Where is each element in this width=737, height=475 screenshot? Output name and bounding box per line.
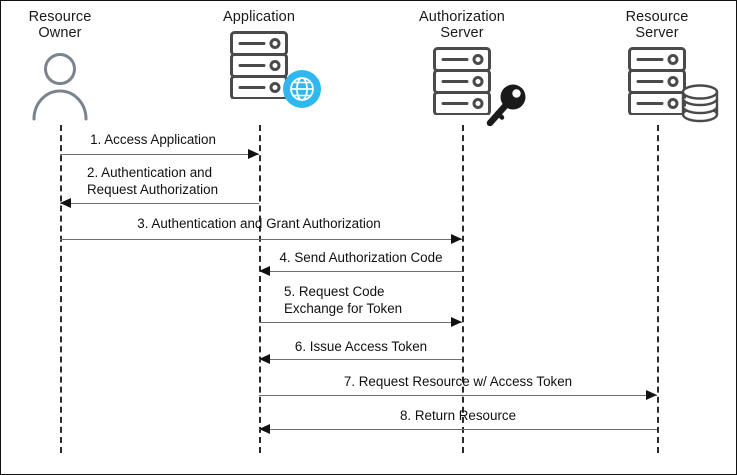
- message-label-6: 6. Issue Access Token: [294, 339, 428, 354]
- message-line: [60, 154, 259, 155]
- participant-icon-group: [382, 45, 542, 127]
- lifeline-resource-owner: [60, 125, 62, 453]
- lifeline-application: [259, 125, 261, 453]
- participant-authorization-server: Authorization Server: [382, 9, 542, 127]
- server-rack-icon: [628, 47, 686, 120]
- participant-label: Authorization Server: [419, 9, 505, 41]
- message-line: [259, 271, 462, 272]
- arrowhead-right: [248, 149, 259, 159]
- database-icon: [681, 84, 719, 129]
- message-label-4: 4. Send Authorization Code: [279, 250, 443, 265]
- arrowhead-right: [451, 234, 462, 244]
- participant-resource-server: Resource Server: [577, 9, 736, 123]
- message-label-8: 8. Return Resource: [399, 408, 517, 423]
- lifeline-authorization-server: [462, 125, 464, 453]
- participant-icon-group: [577, 45, 736, 123]
- globe-icon: [283, 70, 321, 113]
- participant-icon-group: [1, 45, 140, 126]
- message-line: [60, 239, 462, 240]
- message-label-5: 5. Request Code Exchange for Token: [284, 284, 403, 316]
- server-rack-icon: [433, 47, 491, 120]
- participant-application: Application: [179, 9, 339, 108]
- key-icon: [486, 84, 528, 131]
- arrowhead-right: [646, 390, 657, 400]
- message-line: [259, 395, 657, 396]
- arrowhead-left: [259, 424, 270, 434]
- message-label-1: 1. Access Application: [90, 132, 216, 147]
- arrowhead-left: [259, 266, 270, 276]
- message-line: [259, 359, 462, 360]
- participant-icon-group: [179, 29, 339, 108]
- participant-label: Application: [222, 9, 296, 25]
- message-label-3: 3. Authentication and Grant Authorizatio…: [137, 216, 381, 231]
- message-line: [259, 322, 462, 323]
- participant-label: Resource Server: [625, 9, 689, 41]
- message-line: [259, 429, 657, 430]
- participant-resource-owner: Resource Owner: [1, 9, 140, 126]
- server-rack-icon: [230, 31, 288, 104]
- message-line: [60, 203, 259, 204]
- message-label-7: 7. Request Resource w/ Access Token: [343, 374, 573, 389]
- lifeline-resource-server: [657, 125, 659, 453]
- arrowhead-left: [259, 354, 270, 364]
- arrowhead-right: [451, 317, 462, 327]
- person-icon: [31, 51, 89, 126]
- message-label-2: 2. Authentication and Request Authorizat…: [87, 165, 219, 197]
- participant-label: Resource Owner: [28, 9, 92, 41]
- arrowhead-left: [60, 198, 71, 208]
